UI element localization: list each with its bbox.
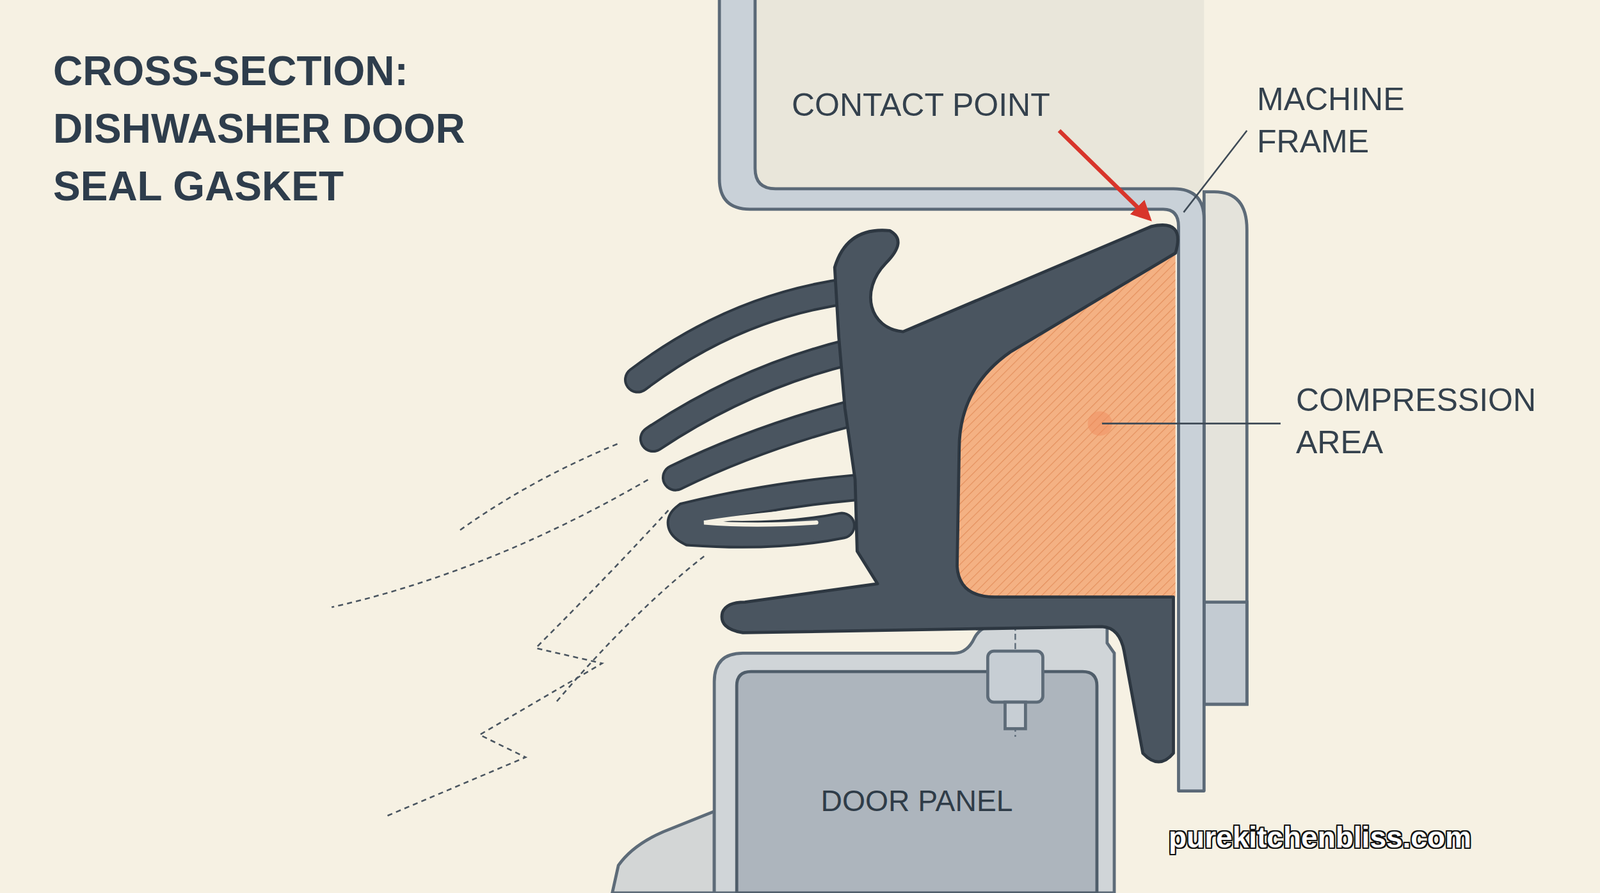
compression-leader [1102, 422, 1281, 425]
part-label: COMPRESSION AREA [1296, 378, 1565, 464]
callout-label: CONTACT POINT [791, 86, 1051, 124]
contact-arrow [1059, 130, 1149, 219]
machine-interior [755, 0, 1204, 191]
gasket-fins [638, 290, 854, 535]
diagram-title: CROSS-SECTION: DISHWASHER DOOR SEAL GASK… [53, 42, 540, 216]
door-trim [612, 810, 715, 893]
frame-block [1203, 602, 1247, 704]
frame-leader [1183, 130, 1247, 213]
watermark: purekitchenbliss.com [1168, 819, 1472, 856]
bolt-head [987, 650, 1043, 703]
gasket-body [721, 225, 1178, 763]
fin-loop-gap [704, 510, 816, 525]
spray-lines [331, 444, 704, 817]
panel-label: DOOR PANEL [736, 784, 1097, 818]
door-panel-shape [736, 671, 1097, 893]
door-panel: DOOR PANEL [736, 671, 1097, 893]
door-shell [714, 624, 1115, 893]
outer-sheet [1203, 192, 1247, 704]
gasket-fins-outline [638, 290, 854, 535]
bolt-stem [1004, 702, 1026, 729]
part-label: MACHINE FRAME [1256, 78, 1469, 163]
